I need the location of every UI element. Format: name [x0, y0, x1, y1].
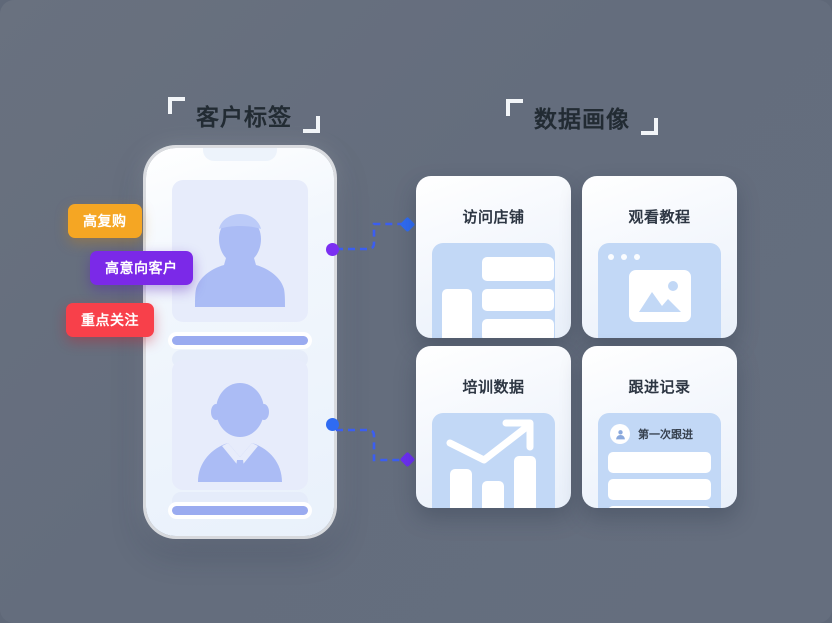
follow-row: [608, 506, 711, 508]
follow-entry-label: 第一次跟进: [638, 429, 693, 441]
profile-divider-bar-2: [172, 506, 308, 515]
section-title-customer-tags: 客户标签: [168, 97, 320, 133]
connector-line-upper: [336, 222, 410, 251]
card-title: 观看教程: [628, 209, 691, 226]
tag-key-focus[interactable]: 重点关注: [66, 303, 154, 337]
card-title: 培训数据: [462, 379, 525, 396]
follow-row: [608, 452, 711, 473]
user-circle-icon: [610, 424, 630, 444]
tag-high-intent-customer[interactable]: 高意向客户: [90, 251, 193, 285]
bracket-top-left-icon: [168, 97, 185, 114]
profile-ghost-bar-2: [172, 492, 308, 510]
section-title-right-text: 数据画像: [534, 106, 630, 132]
video-window-icon: [598, 243, 721, 338]
card-visit-shop[interactable]: 访问店铺: [416, 176, 571, 338]
tag-high-repurchase[interactable]: 高复购: [68, 204, 142, 238]
phone-notch: [203, 148, 277, 161]
profile-divider-bar-1: [172, 336, 308, 345]
shop-layout-icon: [432, 243, 555, 338]
circle-node-icon: [326, 243, 339, 256]
card-title: 访问店铺: [462, 209, 525, 226]
bracket-bottom-right-icon: [641, 118, 658, 135]
card-training-data[interactable]: 培训数据: [416, 346, 571, 508]
section-title-data-profile: 数据画像: [506, 99, 658, 135]
image-placeholder-icon: [639, 281, 681, 312]
bracket-bottom-right-icon: [303, 116, 320, 133]
circle-node-icon: [326, 418, 339, 431]
follow-list-icon: 第一次跟进: [598, 413, 721, 508]
profile-avatar-card-2: [172, 360, 308, 490]
follow-entry-header: 第一次跟进: [610, 424, 693, 444]
card-title: 跟进记录: [628, 379, 691, 396]
person-avatar-icon: [195, 214, 285, 307]
card-watch-tutorial[interactable]: 观看教程: [582, 176, 737, 338]
follow-row: [608, 479, 711, 500]
profile-avatar-card-1: [172, 180, 308, 322]
section-title-left-text: 客户标签: [196, 104, 292, 130]
person-suit-avatar-icon: [198, 383, 282, 482]
bracket-top-left-icon: [506, 99, 523, 116]
card-follow-record[interactable]: 跟进记录 第一次跟进: [582, 346, 737, 508]
connector-line-lower: [336, 428, 410, 462]
bar-chart-icon: [432, 413, 555, 508]
phone-mockup: [146, 148, 334, 536]
